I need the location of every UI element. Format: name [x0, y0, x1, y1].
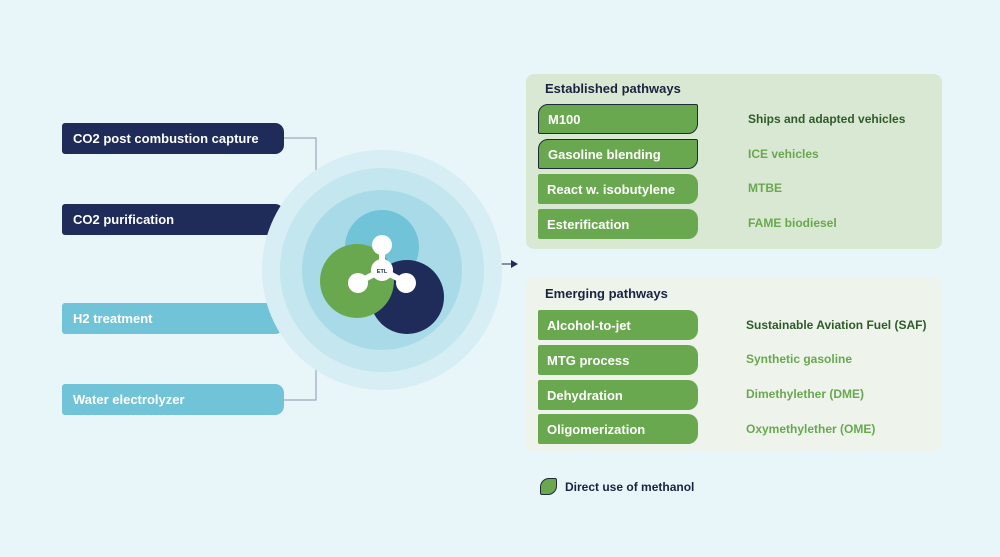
product-mtbe: MTBE — [748, 181, 782, 195]
pathway-mtg-process: MTG process — [538, 345, 698, 375]
hub-label: ETL — [377, 269, 388, 275]
product-fame-biodiesel: FAME biodiesel — [748, 216, 837, 230]
product-ice-vehicles: ICE vehicles — [748, 147, 819, 161]
pathway-gasoline-blending: Gasoline blending — [538, 139, 698, 169]
input-co2-post-combustion-capture: CO2 post combustion capture — [62, 123, 284, 154]
input-co2-purification: CO2 purification — [62, 204, 284, 235]
established-pathways-title: Established pathways — [545, 81, 681, 96]
pathway-react-isobutylene: React w. isobutylene — [538, 174, 698, 204]
pathway-m100: M100 — [538, 104, 698, 134]
product-ships-vehicles: Ships and adapted vehicles — [748, 112, 906, 126]
etl-hub: ETL — [262, 150, 502, 390]
emerging-pathways-title: Emerging pathways — [545, 286, 668, 301]
pathway-alcohol-to-jet: Alcohol-to-jet — [538, 310, 698, 340]
input-h2-treatment: H2 treatment — [62, 303, 284, 334]
pathway-oligomerization: Oligomerization — [538, 414, 698, 444]
product-ome: Oxymethylether (OME) — [746, 422, 876, 436]
pathway-esterification: Esterification — [538, 209, 698, 239]
product-saf: Sustainable Aviation Fuel (SAF) — [746, 318, 927, 332]
pathway-dehydration: Dehydration — [538, 380, 698, 410]
leaf-shape-icon — [540, 478, 557, 495]
legend-direct-use: Direct use of methanol — [565, 480, 695, 494]
product-synthetic-gasoline: Synthetic gasoline — [746, 352, 853, 366]
product-dme: Dimethylether (DME) — [746, 387, 865, 401]
input-water-electrolyzer: Water electrolyzer — [62, 384, 284, 415]
